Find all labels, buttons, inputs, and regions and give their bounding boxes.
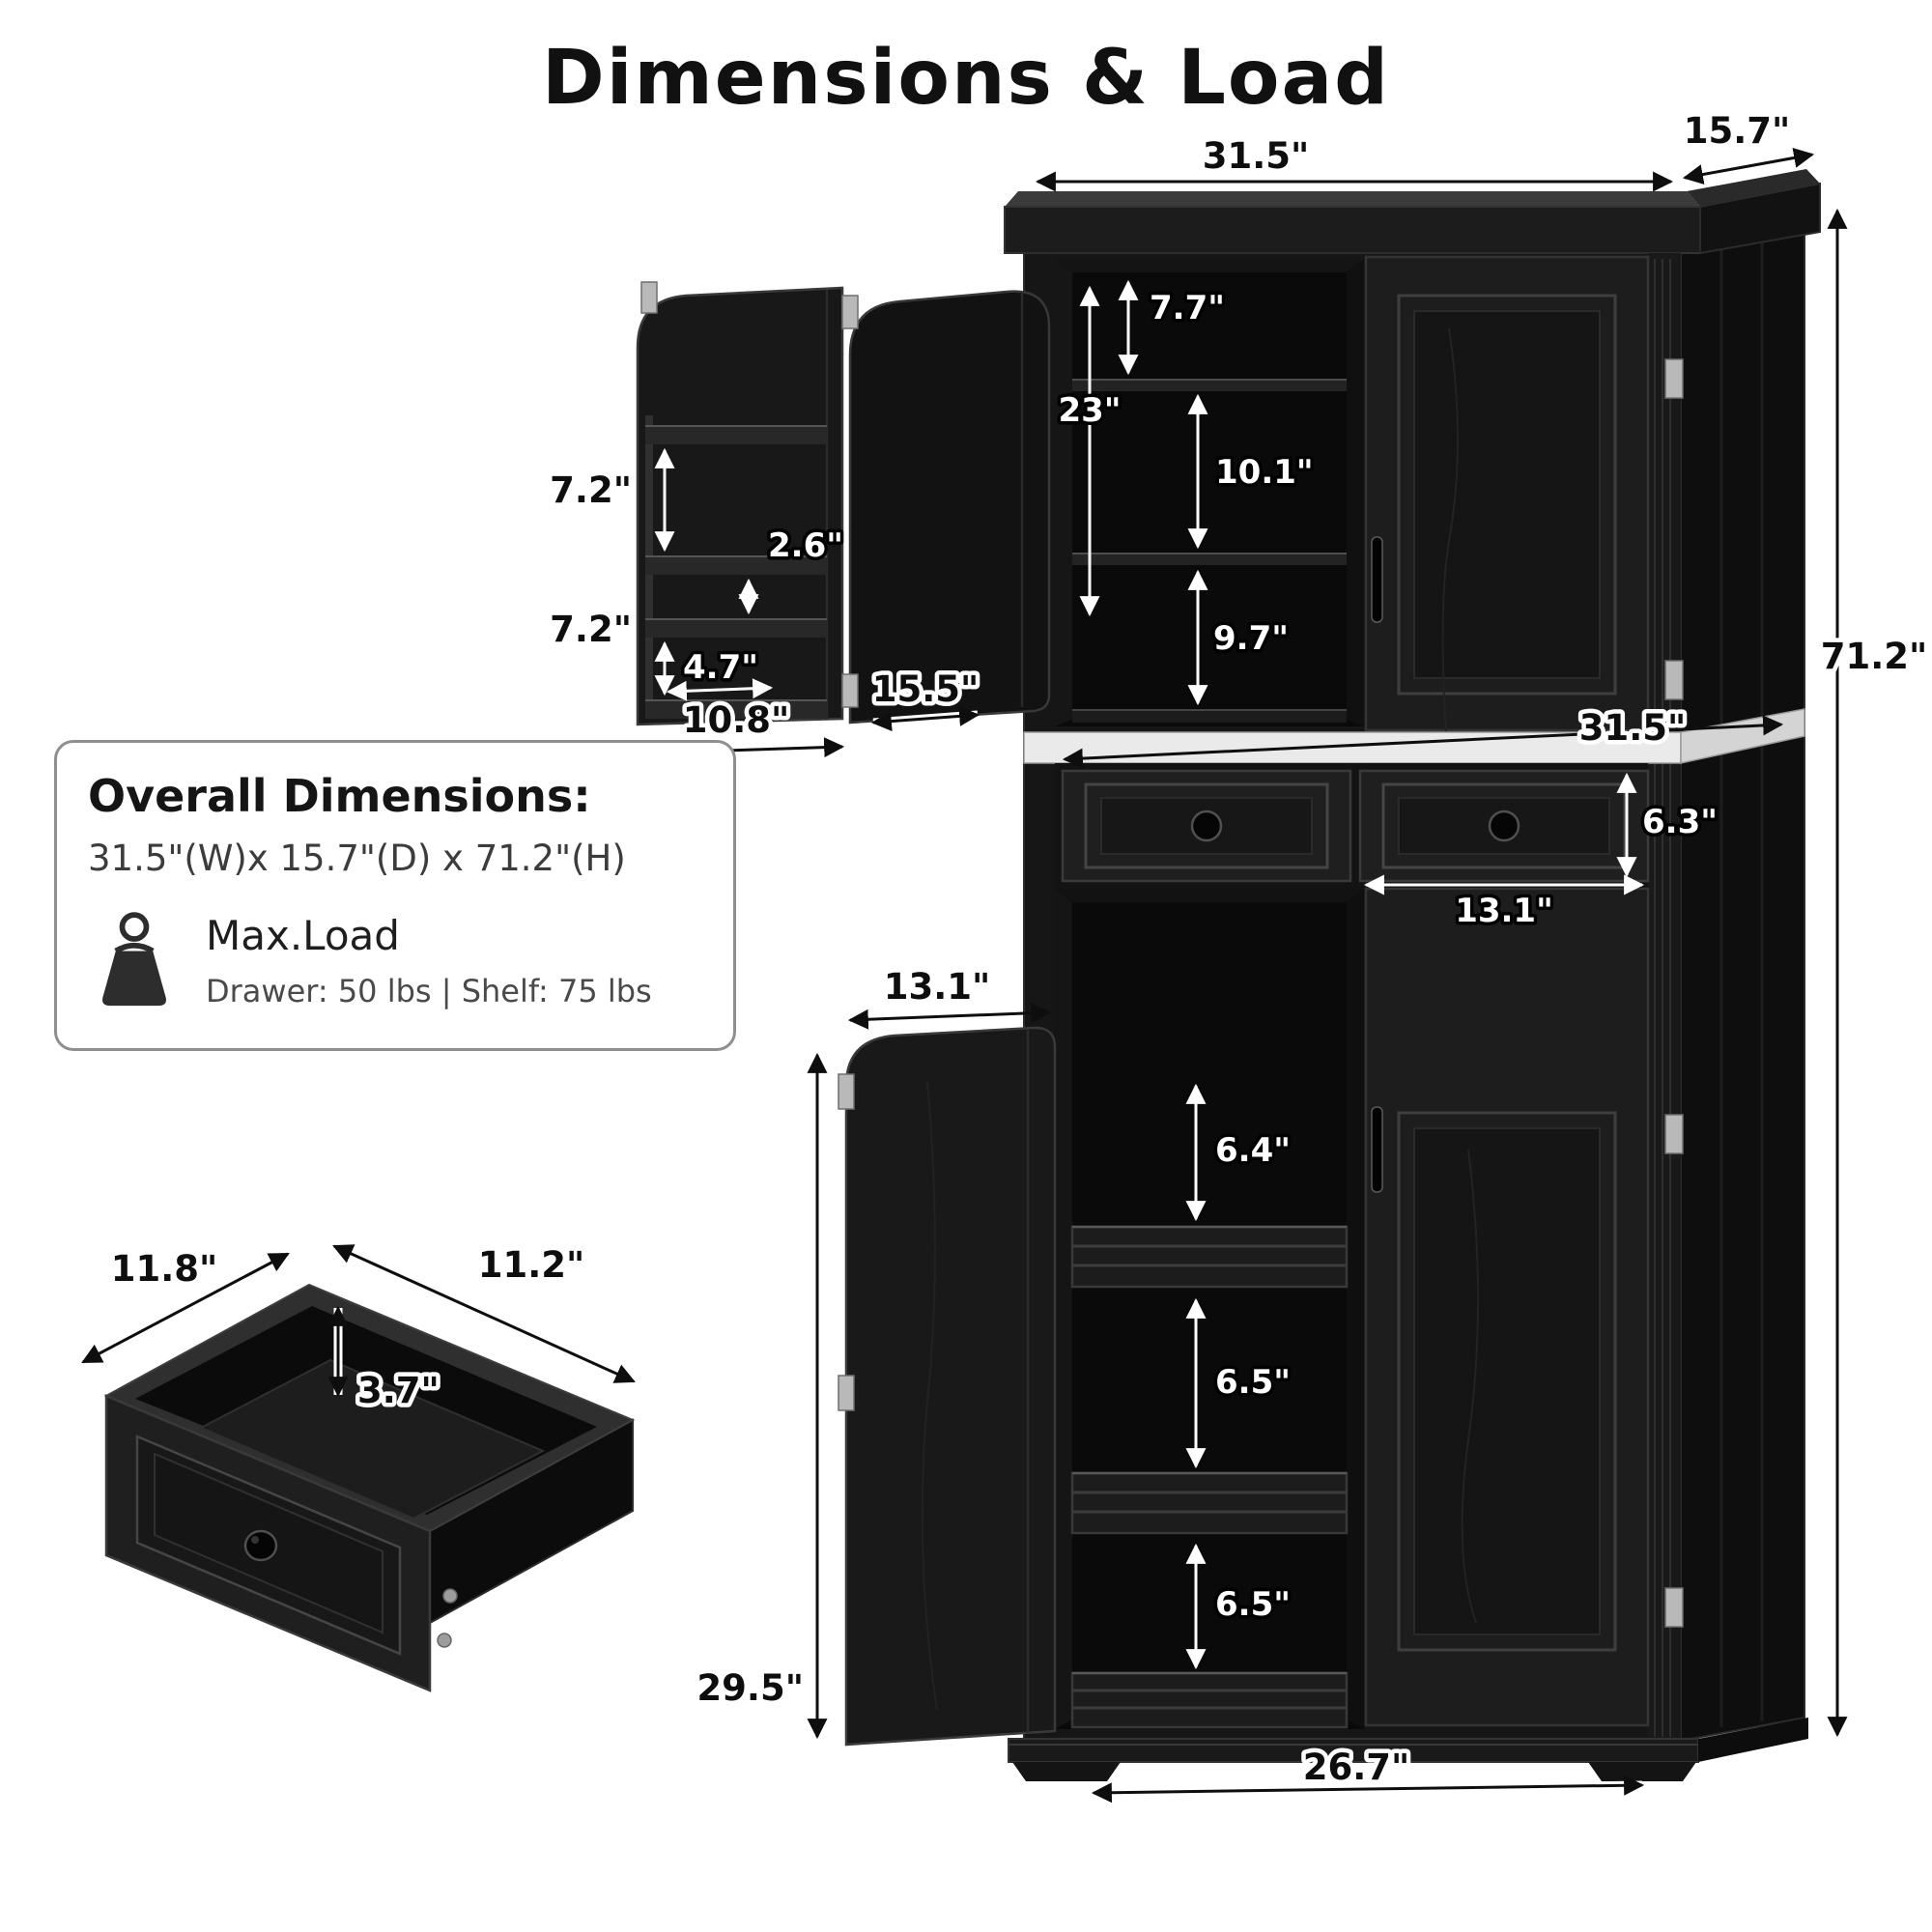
info-heading: Overall Dimensions: xyxy=(88,770,591,822)
dim-label-rack-depth: 4.7" xyxy=(683,648,758,687)
base-plinth xyxy=(1008,1718,1808,1781)
hinge xyxy=(838,1073,855,1110)
dim-label-lower-gap-bottom: 6.5" xyxy=(1215,1585,1291,1624)
dim-arrow-base-width xyxy=(1091,1775,1645,1804)
dim-label-top-depth: 15.7" xyxy=(1684,110,1791,152)
drawer-left xyxy=(1061,769,1352,883)
upper-right-door xyxy=(1364,255,1650,861)
cornice-front xyxy=(1004,206,1701,254)
dim-label-shelf-gap-top: 7.7" xyxy=(1150,289,1225,327)
dim-label-door-open-span: 23" xyxy=(1058,391,1121,430)
drawer-right xyxy=(1358,769,1650,883)
dim-label-rack-gap-bottom: 7.2" xyxy=(550,609,632,650)
hinge xyxy=(1664,1114,1684,1154)
dim-label-shelf-gap-middle: 10.1" xyxy=(1215,453,1314,492)
door-handle xyxy=(1371,536,1383,623)
upper-shelf-2 xyxy=(1072,553,1347,565)
right-stile xyxy=(1648,253,1681,1741)
dim-label-drawer-depth: 11.2" xyxy=(478,1244,585,1286)
door-panel-open xyxy=(848,290,1051,724)
overall-dimensions-text: 31.5"(W)x 15.7"(D) x 71.2"(H) xyxy=(88,838,626,879)
pullout-basket-1 xyxy=(1070,1225,1349,1289)
door-handle xyxy=(1371,1106,1383,1193)
cornice-top xyxy=(1005,191,1700,207)
drawer-bottom xyxy=(198,1358,546,1520)
dim-label-lower-door-width: 13.1" xyxy=(884,966,991,1008)
load-details: Drawer: 50 lbs | Shelf: 75 lbs xyxy=(206,973,652,1009)
lower-right-door xyxy=(1364,887,1650,1727)
hinge xyxy=(1664,358,1684,399)
drawer-knob xyxy=(1190,810,1223,842)
slide-hardware xyxy=(442,1588,458,1604)
lower-left-door-open xyxy=(838,1026,1057,1747)
dim-label-drawer-width: 11.8" xyxy=(111,1248,218,1290)
dim-label-drawer-front-width: 13.1" xyxy=(1455,892,1553,930)
cabinet-side-panel xyxy=(1680,228,1805,1743)
dim-arrow-middle-width xyxy=(1062,715,1784,769)
dim-arrow-drawer-depth xyxy=(332,1244,636,1383)
dim-label-base-width: 26.7" xyxy=(1303,1747,1410,1788)
pullout-basket-3 xyxy=(1070,1671,1349,1729)
dim-label-top-width: 31.5" xyxy=(1203,135,1310,177)
overall-dimensions-box: Overall Dimensions: 31.5"(W)x 15.7"(D) x… xyxy=(54,740,736,1051)
dim-label-lower-door-height: 29.5" xyxy=(696,1667,804,1709)
hinge xyxy=(841,673,859,708)
rack-bar xyxy=(645,425,827,444)
lower-interior xyxy=(1055,889,1364,1729)
hinge xyxy=(1664,660,1684,700)
upper-interior xyxy=(1055,259,1364,726)
drawer-illustration xyxy=(103,1283,636,1692)
dim-label-lower-gap-middle: 6.5" xyxy=(1215,1363,1291,1402)
dim-arrow-lower-door-width xyxy=(847,1003,1052,1030)
hinge xyxy=(841,295,859,329)
drawer-knob xyxy=(243,1529,278,1562)
max-load-texts: Max.Load Drawer: 50 lbs | Shelf: 75 lbs xyxy=(206,912,652,1009)
page-title: Dimensions & Load xyxy=(542,35,1390,122)
pullout-basket-2 xyxy=(1070,1471,1349,1535)
rack-bar xyxy=(645,618,827,638)
rack-bar xyxy=(645,555,827,575)
upper-floor xyxy=(1072,709,1347,723)
dim-label-middle-width: 31.5" xyxy=(1579,707,1687,749)
cabinet-illustration xyxy=(636,169,1821,1781)
upper-left-door-open xyxy=(636,281,1051,726)
dim-label-rack-gap-top: 7.2" xyxy=(550,469,632,511)
max-load-row: Max.Load Drawer: 50 lbs | Shelf: 75 lbs xyxy=(84,912,706,1014)
dim-label-shelf-gap-bottom: 9.7" xyxy=(1213,619,1289,658)
dim-label-drawer-height: 3.7" xyxy=(357,1370,440,1411)
dim-label-upper-door-width: 10.8" xyxy=(683,699,790,741)
upper-shelf-1 xyxy=(1072,379,1347,391)
dim-arrow-drawer-width xyxy=(81,1252,290,1364)
dimension-annotations: 31.5" 15.7" 71.2" 31.5" 10.8" 15.5" 13.1… xyxy=(81,106,1932,1804)
hinge xyxy=(640,281,658,314)
slide-hardware xyxy=(437,1633,452,1648)
rack-bar xyxy=(645,699,827,719)
dim-label-interior-depth: 15.5" xyxy=(872,668,980,710)
dim-label-lower-gap-top: 6.4" xyxy=(1215,1131,1291,1170)
dim-arrow-interior-depth xyxy=(870,705,980,732)
hinge xyxy=(838,1375,855,1411)
drawer-knob xyxy=(1488,810,1520,842)
dim-label-rack-gap-small: 2.6" xyxy=(768,526,843,565)
dim-arrow-top-depth xyxy=(1682,148,1815,185)
max-load-label: Max.Load xyxy=(206,912,400,959)
max-load-icon xyxy=(88,912,181,1014)
hinge xyxy=(1664,1587,1684,1628)
dim-arrow-rack-depth xyxy=(666,678,774,701)
dim-label-drawer-front-height: 6.3" xyxy=(1642,803,1718,841)
dim-label-overall-height: 71.2" xyxy=(1821,636,1928,677)
